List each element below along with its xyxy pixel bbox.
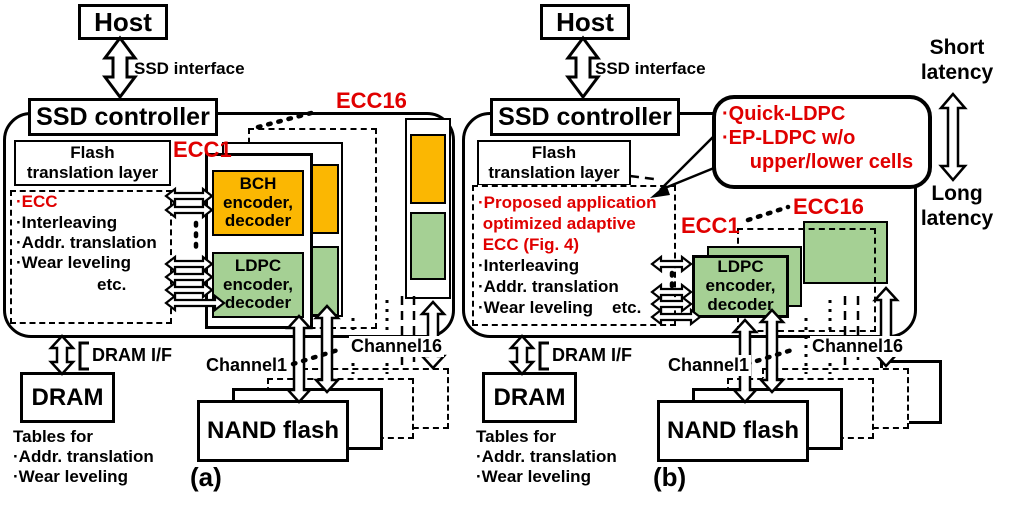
panel-b-channel1-label: Channel1 <box>666 355 752 376</box>
panel-a-ssd-interface-label: SSD interface <box>134 59 245 78</box>
panel-b-list-wear: ·Wear leveling <box>478 298 593 317</box>
panel-a-list-wear: ·Wear leveling <box>16 253 131 272</box>
ftl-label: Flash translation layer <box>26 143 159 182</box>
panel-b-ecc1-label: ECC1 <box>681 213 740 238</box>
panel-b-tables-wear: ·Wear leveling <box>476 467 591 486</box>
callout-text: ·Quick-LDPC ·EP-LDPC w/o upper/lower cel… <box>722 103 914 173</box>
panel-b-ssd-interface-label: SSD interface <box>595 59 706 78</box>
panel-a-ftl-functions-box <box>10 190 172 324</box>
panel-b-channel-ellipsis-icon <box>744 346 798 367</box>
ftl-label: Flash translation layer <box>488 143 620 182</box>
ssd-controller-label: SSD controller <box>36 102 210 131</box>
panel-b-callout-bubble <box>712 95 932 189</box>
panel-a-ecc16-ldpc-block <box>410 212 446 280</box>
panel-a-ldpc-encoder-decoder: LDPC encoder, decoder <box>212 252 304 318</box>
panel-b-tables-title: Tables for <box>476 427 556 446</box>
panel-b-ssd-controller-box: SSD controller <box>490 98 680 136</box>
panel-b-dram-box: DRAM <box>482 372 577 423</box>
panel-b-ecc16-label: ECC16 <box>793 194 864 219</box>
panel-a-list-ecc: ·ECC <box>16 192 58 211</box>
panel-b-ftl-box: Flash translation layer <box>477 140 631 186</box>
panel-b-ecc16-ldpc-block <box>803 221 888 284</box>
panel-a-host-controller-arrow-icon <box>102 35 138 100</box>
panel-b-list-proposed-ecc: ·Proposed application optimized adaptive… <box>478 193 657 254</box>
ldpc-block-label: LDPC encoder, decoder <box>223 255 293 313</box>
nand-label: NAND flash <box>206 417 339 444</box>
ldpc-block-label: LDPC encoder, decoder <box>705 257 776 314</box>
host-label: Host <box>556 6 614 37</box>
panel-b-nand-flash: NAND flash <box>657 400 809 462</box>
ssd-controller-label: SSD controller <box>498 102 672 131</box>
panel-b-ldpc-encoder-decoder: LDPC encoder, decoder <box>692 255 789 318</box>
panel-a-dram-if-bracket-icon <box>78 341 89 371</box>
short-latency-label: Short latency <box>920 36 994 84</box>
bch-block-label: BCH encoder, decoder <box>223 173 293 231</box>
panel-b-host-controller-arrow-icon <box>565 35 601 100</box>
panel-a-host-box: Host <box>78 4 168 40</box>
panel-a-tables-wear: ·Wear leveling <box>13 467 128 486</box>
panel-a-dram-if-arrow-icon <box>48 334 76 376</box>
panel-b-dram-if-label: DRAM I/F <box>552 345 632 365</box>
panel-a-nand-flash: NAND flash <box>197 400 349 462</box>
panel-a-ftl-box: Flash translation layer <box>14 140 171 186</box>
panel-b-list-interleaving: ·Interleaving <box>478 256 580 275</box>
panel-a-caption: (a) <box>190 462 222 492</box>
panel-a-ecc16-bch-block <box>410 134 446 204</box>
panel-a-dram-box: DRAM <box>20 372 115 423</box>
panel-b-host-box: Host <box>540 4 630 40</box>
panel-a-channel-ellipsis-icon <box>290 346 344 367</box>
panel-a-tables-addr: ·Addr. translation <box>13 447 154 466</box>
panel-a-ecc1-label: ECC1 <box>173 137 232 162</box>
panel-a-ecc16-label: ECC16 <box>336 88 407 113</box>
nand-label: NAND flash <box>666 417 799 444</box>
panel-a-list-etc: etc. <box>97 275 127 294</box>
panel-a-channel16-label: Channel16 <box>349 336 445 357</box>
long-latency-label: Long latency <box>920 182 994 230</box>
panel-a-ssd-controller-box: SSD controller <box>28 98 218 136</box>
panel-b-ftl-functions-box <box>472 185 676 326</box>
host-label: Host <box>94 6 152 37</box>
dram-label: DRAM <box>493 383 566 411</box>
panel-a-dram-if-label: DRAM I/F <box>92 345 172 365</box>
panel-b-tables-addr: ·Addr. translation <box>476 447 617 466</box>
panel-b-dram-if-arrow-icon <box>508 334 536 376</box>
panel-a-tables-title: Tables for <box>13 427 93 446</box>
panel-a-list-interleaving: ·Interleaving <box>16 213 118 232</box>
panel-b-list-addr: ·Addr. translation <box>478 277 619 296</box>
panel-a-bch-encoder-decoder: BCH encoder, decoder <box>212 170 304 236</box>
latency-range-arrow-icon <box>938 92 968 182</box>
panel-a-list-addr: ·Addr. translation <box>16 233 157 252</box>
panel-b-caption: (b) <box>653 462 687 492</box>
panel-b-list-etc: etc. <box>612 298 642 317</box>
panel-b-channel16-label: Channel16 <box>810 336 906 357</box>
panel-b-dram-if-bracket-icon <box>538 341 549 371</box>
panel-a-channel1-label: Channel1 <box>204 355 290 376</box>
dram-label: DRAM <box>31 383 104 411</box>
